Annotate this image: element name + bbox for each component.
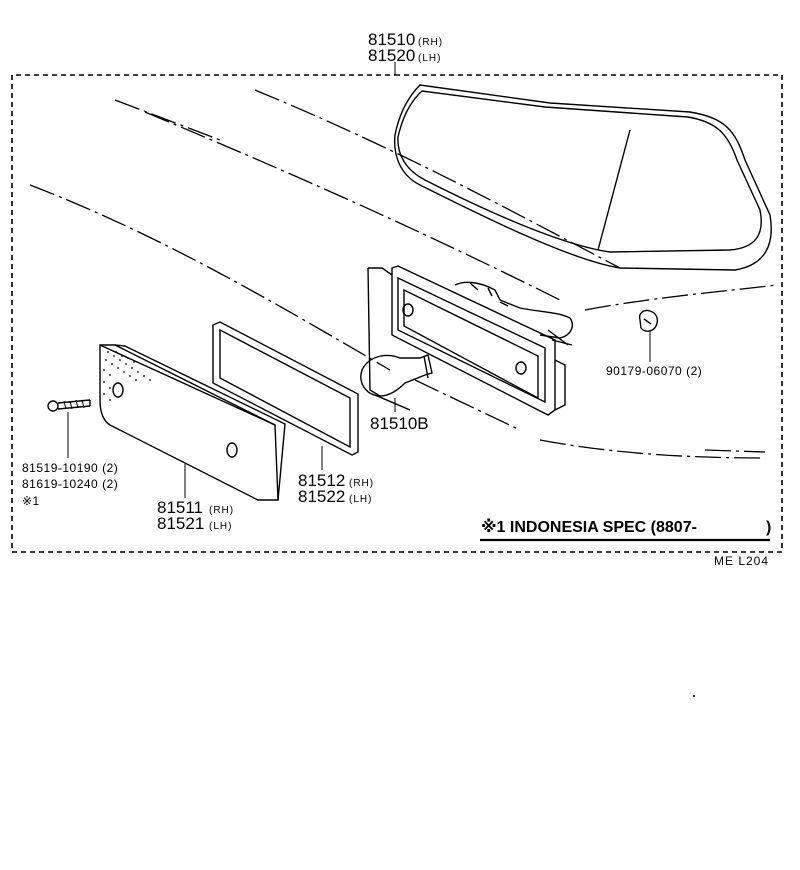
assembly-suffix-rh: (RH) — [418, 37, 443, 48]
screw-label-1: 81519-10190 (2) — [22, 461, 118, 475]
boundary-frame — [11, 74, 783, 553]
gasket-suffix-rh: (RH) — [349, 478, 374, 489]
vehicle-body-outline — [29, 89, 777, 459]
lens — [99, 344, 286, 501]
bulb-label: 81510B — [370, 414, 429, 433]
grommet — [638, 309, 659, 362]
lens-label-rh: 81511 — [157, 498, 203, 517]
screw-label-2: 81619-10240 (2) — [22, 477, 118, 491]
spec-note: ※1 INDONESIA SPEC (8807- — [481, 518, 697, 536]
gasket-label-lh: 81522 — [298, 487, 345, 506]
lens-suffix-rh: (RH) — [209, 505, 234, 516]
diagram-code: ME L204 — [714, 554, 769, 568]
lens-suffix-lh: (LH) — [209, 521, 232, 532]
grommet-label: 90179-06070 (2) — [606, 364, 702, 378]
assembly-label: 81510 (RH) 81520 (LH) — [368, 30, 443, 65]
assembly-suffix-lh: (LH) — [418, 53, 441, 64]
gasket-suffix-lh: (LH) — [349, 494, 372, 505]
lamp-housing — [367, 265, 573, 416]
assembly-part-lh: 81520 — [368, 46, 415, 65]
screw — [47, 399, 91, 458]
spec-note-close: ) — [766, 519, 771, 536]
lens-label-lh: 81521 — [157, 514, 204, 533]
rear-window — [393, 84, 772, 271]
stray-dot — [693, 695, 695, 697]
screw-note-mark: ※1 — [22, 494, 40, 508]
gasket-label-rh: 81512 — [298, 471, 345, 490]
bulb — [360, 354, 433, 412]
gasket — [212, 321, 359, 470]
assembly-part-rh: 81510 — [368, 30, 415, 49]
